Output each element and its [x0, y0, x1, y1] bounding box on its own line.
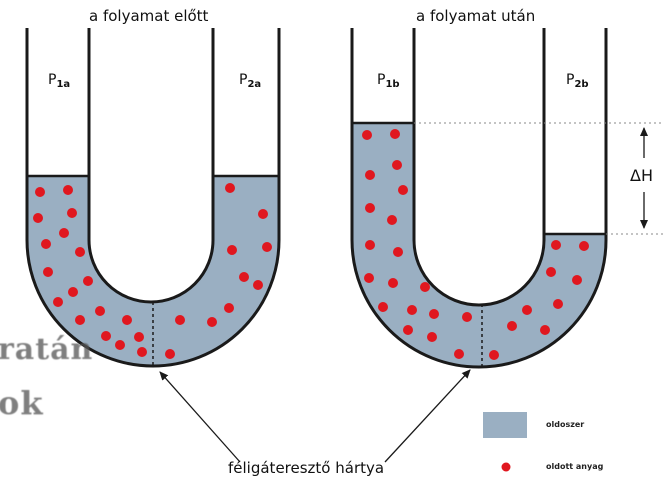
solute-particle: [175, 315, 185, 325]
solute-particle: [392, 160, 402, 170]
solute-particle: [239, 272, 249, 282]
solute-particle: [553, 299, 563, 309]
solute-particle: [33, 213, 43, 223]
title-before: a folyamat előtt: [89, 7, 208, 25]
solute-particle: [122, 315, 132, 325]
membrane-pointer-right: [385, 370, 470, 462]
pressure-subscript: 2b: [574, 79, 588, 90]
solute-particle: [390, 129, 400, 139]
solute-particle: [420, 282, 430, 292]
solute-particle: [427, 332, 437, 342]
solute-particle: [68, 287, 78, 297]
solute-particle: [522, 305, 532, 315]
solute-particle: [579, 241, 589, 251]
solute-particle: [362, 130, 372, 140]
solute-particle: [83, 276, 93, 286]
solute-particle: [227, 245, 237, 255]
solute-particle: [59, 228, 69, 238]
solute-particle: [137, 347, 147, 357]
membrane-pointer-left: [160, 372, 240, 462]
solute-particle: [165, 349, 175, 359]
solute-particle: [388, 278, 398, 288]
solute-particle: [365, 240, 375, 250]
solute-particle: [364, 273, 374, 283]
solute-particle: [63, 185, 73, 195]
legend-solvent-label: oldoszer: [546, 420, 584, 429]
delta-h-label: ΔH: [630, 166, 653, 185]
solute-particle: [253, 280, 263, 290]
background-text-fragment: ok: [0, 384, 44, 422]
solute-particle: [365, 203, 375, 213]
solute-particle: [489, 350, 499, 360]
solute-particle: [540, 325, 550, 335]
membrane-caption: féligáteresztő hártya: [228, 459, 384, 477]
pressure-subscript: 1b: [385, 79, 399, 90]
pressure-subscript: 2a: [247, 79, 261, 90]
solute-particle: [224, 303, 234, 313]
solute-particle: [387, 215, 397, 225]
solute-particle: [551, 240, 561, 250]
membrane-pointers: [160, 370, 470, 462]
solute-particle: [454, 349, 464, 359]
solute-particle: [262, 242, 272, 252]
solute-particle: [101, 331, 111, 341]
solute-particle: [225, 183, 235, 193]
solute-particle: [41, 239, 51, 249]
solute-particle: [393, 247, 403, 257]
delta-h-indicator: [414, 123, 663, 234]
pressure-subscript: 1a: [56, 79, 70, 90]
solute-particle: [403, 325, 413, 335]
solute-particle: [53, 297, 63, 307]
solute-particle: [365, 170, 375, 180]
solute-particle: [407, 305, 417, 315]
legend-solute-label: oldott anyag: [546, 462, 603, 471]
title-after: a folyamat után: [416, 7, 535, 25]
pressure-label-p2b: P2b: [566, 72, 589, 90]
solute-particle: [67, 208, 77, 218]
legend-solute-swatch: [502, 463, 511, 472]
solute-particle: [95, 306, 105, 316]
solute-particle: [75, 315, 85, 325]
background-text-fragment: ratán: [0, 332, 93, 367]
solute-particle: [507, 321, 517, 331]
solute-particle: [134, 332, 144, 342]
solute-particle: [572, 275, 582, 285]
solute-particle: [378, 302, 388, 312]
solute-particle: [398, 185, 408, 195]
tube-inner-wall-after: [414, 28, 544, 305]
solute-particle: [546, 267, 556, 277]
solute-particle: [429, 309, 439, 319]
pressure-label-p1a: P1a: [48, 72, 70, 90]
solute-particle: [462, 312, 472, 322]
pressure-label-p2a: P2a: [239, 72, 261, 90]
pressure-label-p1b: P1b: [377, 72, 400, 90]
solute-particle: [75, 247, 85, 257]
tube-inner-wall-before: [89, 28, 213, 302]
solute-particle: [43, 267, 53, 277]
legend-solvent-swatch: [483, 412, 527, 438]
solute-particle: [258, 209, 268, 219]
solute-particle: [115, 340, 125, 350]
solute-particle: [35, 187, 45, 197]
solute-particle: [207, 317, 217, 327]
